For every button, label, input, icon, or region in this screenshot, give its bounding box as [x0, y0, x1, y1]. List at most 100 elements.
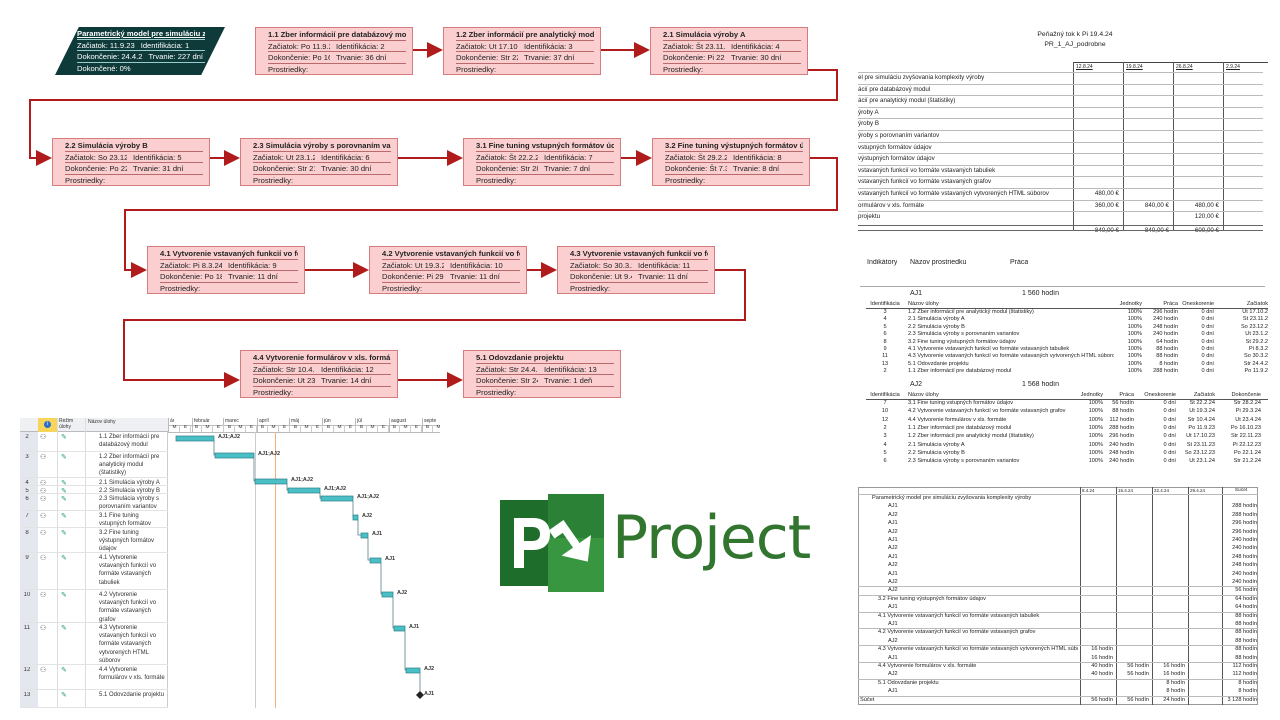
gantt-row[interactable] — [20, 432, 168, 452]
gantt-row[interactable] — [20, 528, 168, 553]
resource-assignment-cell: 296 hodín — [1153, 309, 1178, 315]
task-node-resources: Prostriedky: — [476, 175, 517, 185]
gantt-row[interactable] — [20, 511, 168, 528]
resource-name: AJ1 — [910, 290, 923, 297]
gantt-bar[interactable] — [405, 667, 421, 674]
bar-resource-label: AJ2 — [362, 513, 373, 519]
usage-row-label: Parametrický model pre simuláciu zvyšova… — [872, 495, 1032, 501]
gantt-bar[interactable] — [393, 625, 406, 632]
gantt-bar[interactable] — [287, 487, 321, 494]
usage-column-header: 15.4.24 — [1118, 488, 1134, 493]
task-link — [392, 597, 396, 629]
resource-table-header: Práca — [1163, 301, 1178, 307]
task-node[interactable]: 2.2 Simulácia výroby B Začiatok: So 23.1… — [52, 138, 210, 186]
resource-assignment-cell: 288 hodín — [1109, 424, 1134, 431]
task-node-duration: Trvanie: 8 dní — [733, 164, 780, 173]
task-node[interactable]: 4.2 Vytvorenie vstavaných funkcií vo fo … — [369, 246, 527, 294]
task-node-resources: Prostriedky: — [663, 64, 704, 74]
gantt-row[interactable] — [20, 494, 168, 511]
gantt-bar[interactable] — [360, 532, 369, 539]
resource-assignment-cell: 100% — [1088, 433, 1103, 440]
resource-assignment-cell: 12 — [881, 416, 889, 423]
resource-work: 1 560 hodín — [1022, 290, 1059, 297]
milestone-marker[interactable] — [416, 691, 424, 699]
task-node[interactable]: 3.1 Fine tuning vstupných formátov úc Za… — [463, 138, 621, 186]
resource-assignment-cell: 100% — [1127, 316, 1142, 323]
row-number: 7 — [25, 513, 29, 519]
gantt-row[interactable] — [20, 590, 168, 623]
task-node[interactable]: 4.1 Vytvorenie vstavaných funkcií vo fo … — [147, 246, 305, 294]
gantt-bar[interactable] — [381, 591, 394, 598]
task-name[interactable]: 4.2 Vytvorenie vstavaných funkcií vo for… — [99, 592, 157, 623]
resource-assignment-cell: 11 — [882, 353, 888, 360]
gantt-row[interactable] — [20, 452, 168, 478]
task-name[interactable]: 3.1 Fine tuning vstupných formátov údajo… — [99, 513, 152, 528]
gantt-bar[interactable] — [369, 557, 382, 564]
cashflow-subtitle: PR_1_AJ_podrobne — [1044, 41, 1106, 48]
gantt-bar[interactable] — [320, 495, 354, 502]
resource-assignment-cell: 8 — [883, 338, 887, 345]
bar-resource-label: AJ2 — [397, 590, 408, 596]
task-node[interactable]: 4.4 Vytvorenie formulárov v xls. formá Z… — [240, 350, 398, 398]
gantt-row[interactable] — [20, 486, 168, 494]
usage-total: 296 hodín — [1232, 528, 1257, 535]
usage-row-label: AJ1 — [888, 621, 898, 627]
resource-assignment-cell: 1.1 Zber informácií pre databázový modul — [908, 424, 1012, 431]
usage-value: 16 hodín — [1091, 654, 1113, 661]
task-node[interactable]: 2.3 Simulácia výroby s porovnaním var Za… — [240, 138, 398, 186]
task-node[interactable]: 5.1 Odovzdanie projektu Začiatok: Str 24… — [463, 350, 621, 398]
gantt-row[interactable] — [20, 665, 168, 690]
task-name[interactable]: 4.3 Vytvorenie vstavaných funkcií vo for… — [99, 625, 157, 664]
task-name[interactable]: 2.3 Simulácia výroby s porovnaním varian… — [99, 496, 160, 511]
gantt-bar[interactable] — [254, 478, 288, 485]
timescale-subcell: M — [170, 425, 180, 432]
project-summary-node[interactable]: Parametrický model pre simuláciu zvyš Za… — [55, 27, 225, 75]
resource-assignment-cell: 100% — [1127, 368, 1142, 375]
task-node-start: Začiatok: Pi 8.3.24 — [160, 260, 222, 270]
resource-assignment-cell: Št 23.11.23 — [1186, 441, 1215, 448]
cashflow-row-label: ácií pre analytický modul (štatistiky) — [858, 97, 956, 105]
task-name-header[interactable]: Názov úlohy — [88, 419, 116, 425]
task-node-duration: Trvanie: 11 dní — [638, 272, 688, 281]
gantt-bar[interactable] — [352, 514, 359, 521]
gantt-row[interactable] — [20, 478, 168, 486]
gantt-row[interactable] — [20, 690, 168, 708]
usage-total: 3 128 hodín — [1227, 696, 1257, 703]
gantt-row[interactable] — [20, 553, 168, 590]
cashflow-column-header: 26.8.24 — [1176, 64, 1193, 70]
indicators-column-header[interactable]: i — [38, 418, 57, 432]
task-name[interactable]: 1.2 Zber informácií pre analytický modul… — [99, 454, 160, 477]
gantt-bar[interactable] — [175, 435, 215, 442]
resource-assignment-icon: ⚇ — [40, 555, 47, 562]
timescale-subcell: M — [434, 425, 441, 432]
task-name[interactable]: 5.1 Odovzdanie projektu — [99, 692, 165, 698]
cashflow-row-label: ýroby s porovnaním variantov — [858, 132, 940, 139]
cashflow-value: 480,00 € — [1094, 190, 1119, 197]
gantt-bar[interactable] — [214, 452, 255, 459]
task-name[interactable]: 4.4 Vytvorenie formulárov v xls. formáte — [99, 667, 165, 682]
resource-assignment-cell: 2.3 Simulácia výroby s porovnaním varian… — [908, 331, 1020, 338]
usage-row-label: AJ2 — [888, 545, 898, 552]
task-name[interactable]: 1.1 Zber informácií pre databázový modul — [99, 434, 160, 449]
resource-assignment-icon: ⚇ — [40, 496, 47, 503]
timescale-month: septe — [424, 418, 437, 424]
task-node[interactable]: 1.2 Zber informácií pre analytický mod Z… — [443, 27, 601, 75]
task-node[interactable]: 3.2 Fine tuning výstupných formátov ú Za… — [652, 138, 810, 186]
gantt-row[interactable] — [20, 623, 168, 665]
timescale-subcell: M — [236, 425, 246, 432]
resource-assignment-cell: 100% — [1088, 400, 1103, 406]
task-mode-header[interactable]: Režim úlohy — [59, 418, 74, 430]
task-node[interactable]: 2.1 Simulácia výroby A Začiatok: Št 23.1… — [650, 27, 808, 75]
task-name[interactable]: 2.2 Simulácia výroby B — [99, 488, 161, 494]
task-name[interactable]: 3.2 Fine tuning výstupných formátov údaj… — [99, 530, 155, 553]
auto-scheduled-pin-icon: ✎ — [61, 480, 67, 487]
task-name[interactable]: 2.1 Simulácia výroby A — [99, 480, 160, 486]
auto-scheduled-pin-icon: ✎ — [61, 513, 67, 520]
usage-total: 88 hodín — [1235, 621, 1257, 627]
task-name[interactable]: 4.1 Vytvorenie vstavaných funkcií vo for… — [99, 555, 157, 586]
task-node[interactable]: 4.3 Vytvorenie vstavaných funkcií vo fo … — [557, 246, 715, 294]
task-node[interactable]: 1.1 Zber informácií pre databázový mo Za… — [255, 27, 413, 75]
resource-assignment-cell: 6 — [883, 331, 887, 338]
resource-assignment-cell: Št 22.2.24 — [1189, 400, 1215, 406]
usage-total: 248 hodín — [1232, 562, 1257, 569]
